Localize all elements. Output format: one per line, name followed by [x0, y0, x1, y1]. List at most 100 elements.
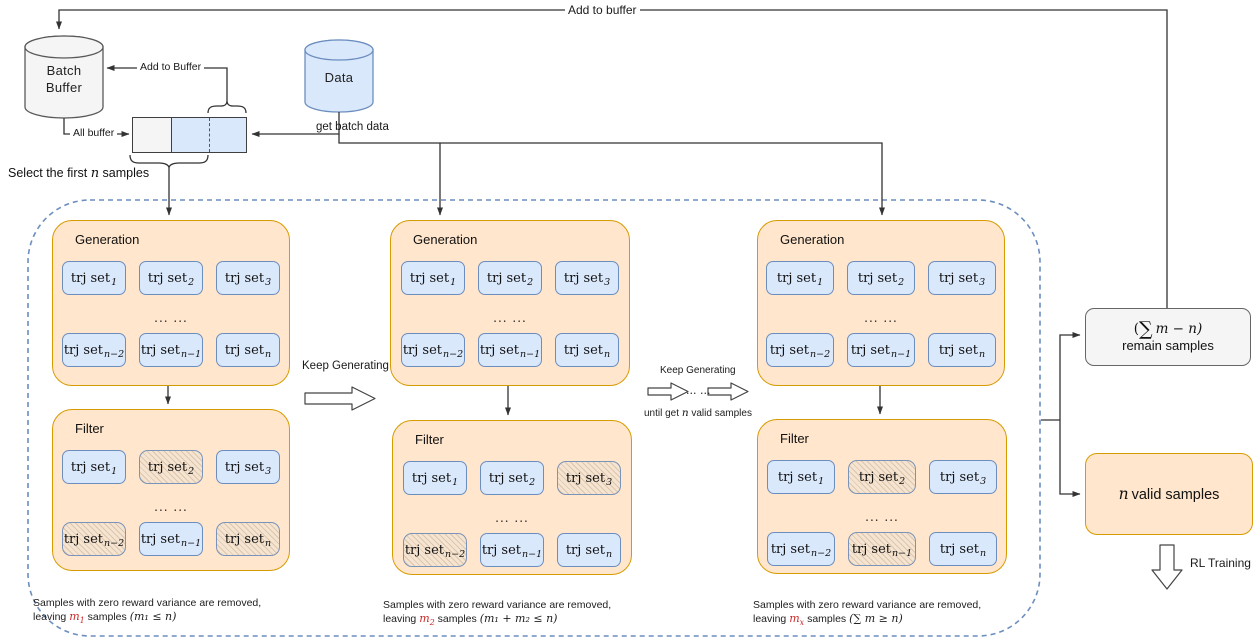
trj-set-label: trj set — [770, 541, 811, 557]
select-first-n-label: Select the first n samples — [8, 166, 149, 181]
trj-set-subscript: n — [979, 348, 986, 360]
trj-set-subscript: n−1 — [522, 548, 543, 560]
trj-set-subscript: 3 — [604, 276, 611, 288]
trj-set-label: trj set — [939, 469, 980, 485]
trj-set-subscript: n−2 — [811, 547, 832, 559]
get-batch-data-right-line — [338, 134, 885, 216]
trj-set-subscript: 3 — [606, 476, 613, 488]
generation-title: Generation — [780, 232, 845, 247]
caption-formula: (∑ m ≥ n) — [849, 612, 903, 625]
until-pre-text: until get — [644, 408, 680, 419]
data-label: Data — [324, 70, 354, 85]
ellipsis-row: ... ... — [864, 311, 898, 325]
caption-leaving-text: leaving — [33, 611, 67, 623]
until-post-text: valid samples — [691, 408, 752, 419]
batch-buffer-label-line1: Batch — [46, 63, 82, 78]
trj-set-label: trj set — [938, 342, 979, 358]
transition-dots: ... ... — [686, 384, 711, 397]
caption-formula: (m₁ ≤ n) — [129, 610, 177, 623]
trj-set-label: trj set — [402, 342, 443, 358]
trj-set-label: trj set — [411, 470, 452, 486]
caption-line2: leaving m2 samples (m₁ + m₂ ≤ n) — [383, 612, 673, 627]
trj-set-label: trj set — [479, 342, 520, 358]
trj-set-label: trj set — [939, 541, 980, 557]
trj-set-subscript: n−2 — [104, 537, 125, 549]
trj-set-subscript: 1 — [111, 465, 118, 477]
feedback-line-label: Add to buffer — [565, 3, 640, 17]
trj-set-subscript: 1 — [452, 476, 459, 488]
trj-set-label: trj set — [224, 531, 265, 547]
caption-line1: Samples with zero reward variance are re… — [33, 597, 262, 609]
rl-training-arrow — [1151, 544, 1183, 590]
generation-title: Generation — [75, 232, 140, 247]
trj-set-subscript: 3 — [979, 276, 986, 288]
ellipsis-row: ... ... — [154, 500, 188, 514]
trj-set-label: trj set — [63, 531, 104, 547]
caption-samples-text: samples — [807, 613, 847, 625]
trj-set-subscript: n−1 — [520, 348, 541, 360]
keep-generating-label-2: Keep Generating — [660, 365, 736, 376]
trj-set-label: trj set — [857, 270, 898, 286]
trj-set-label: trj set — [147, 270, 188, 286]
batch-buffer-label-line2: Buffer — [45, 80, 83, 95]
caption-leaving-text: leaving — [383, 613, 417, 625]
trj-set-subscript: 3 — [980, 475, 987, 487]
keep-generating-arrow-2b — [707, 382, 749, 401]
ellipsis-row: ... ... — [493, 311, 527, 325]
trj-set-subscript: n−2 — [104, 348, 125, 360]
trj-set-subscript: n — [265, 348, 272, 360]
rl-training-label: RL Training — [1190, 556, 1251, 570]
trj-set-label: trj set — [409, 270, 450, 286]
trj-set-subscript: 2 — [188, 276, 195, 288]
trj-set-subscript: 1 — [817, 276, 824, 288]
remain-samples-label: remain samples — [1122, 338, 1214, 353]
ellipsis-row: ... ... — [154, 311, 188, 325]
trj-set-label: trj set — [224, 342, 265, 358]
select-post-text: samples — [102, 166, 150, 180]
filter-caption-1: Samples with zero reward variance are re… — [33, 596, 323, 625]
trj-set-label: trj set — [140, 531, 181, 547]
buffer-old-segment — [133, 118, 172, 152]
valid-n-var: n — [1118, 485, 1129, 503]
trj-set-label: trj set — [488, 470, 529, 486]
trj-set-subscript: n−2 — [810, 348, 831, 360]
removed-count-var: m2 — [419, 612, 435, 627]
add-to-buffer-label: Add to Buffer — [137, 61, 205, 73]
caption-line1: Samples with zero reward variance are re… — [753, 599, 982, 611]
trj-set-label: trj set — [70, 459, 111, 475]
caption-line2: leaving mx samples (∑ m ≥ n) — [753, 612, 1043, 627]
filter-caption-3: Samples with zero reward variance are re… — [753, 598, 1043, 627]
caption-samples-text: samples — [87, 611, 127, 623]
